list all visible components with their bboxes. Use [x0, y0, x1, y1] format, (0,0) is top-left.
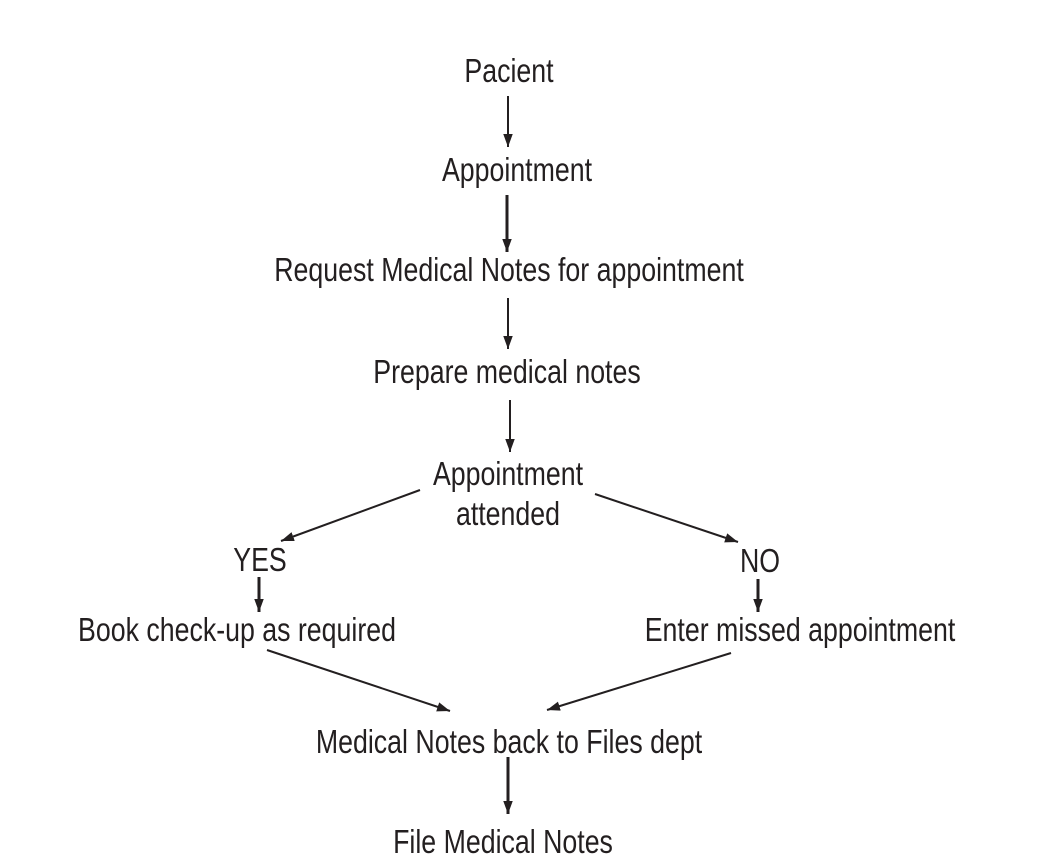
flow-arrow-appointment-attended-to-yes — [280, 489, 421, 542]
node-label: NO — [739, 542, 781, 579]
node-book-checkup: Book check-up as required — [78, 610, 396, 650]
node-appointment: Appointment — [442, 150, 592, 190]
node-label: Appointment — [441, 151, 593, 188]
node-no: NO — [740, 541, 780, 581]
node-enter-missed: Enter missed appointment — [645, 610, 956, 650]
node-appointment-attended: Appointment attended — [433, 454, 583, 534]
node-notes-back-to-files: Medical Notes back to Files dept — [316, 722, 702, 762]
node-label: Request Medical Notes for appointment — [274, 251, 744, 288]
node-yes: YES — [233, 540, 286, 580]
node-label-line-1: Appointment — [432, 455, 584, 492]
node-prepare-medical-notes: Prepare medical notes — [373, 352, 640, 392]
flow-arrow-appointment-attended-to-no — [594, 493, 739, 543]
node-label-line-2: attended — [455, 495, 561, 532]
node-label: Medical Notes back to Files dept — [315, 723, 703, 760]
node-label: Prepare medical notes — [373, 353, 641, 390]
node-label: File Medical Notes — [393, 823, 613, 860]
flow-arrow-book-checkup-to-notes-back-to-files — [266, 649, 451, 712]
node-label: YES — [233, 541, 287, 578]
node-label: Pacient — [464, 52, 554, 89]
node-label: Book check-up as required — [78, 611, 396, 648]
node-label: Enter missed appointment — [644, 611, 956, 648]
node-file-medical-notes: File Medical Notes — [393, 822, 613, 861]
node-request-medical-notes: Request Medical Notes for appointment — [274, 250, 744, 290]
flow-arrow-enter-missed-to-notes-back-to-files — [546, 652, 732, 711]
node-pacient: Pacient — [464, 51, 553, 91]
